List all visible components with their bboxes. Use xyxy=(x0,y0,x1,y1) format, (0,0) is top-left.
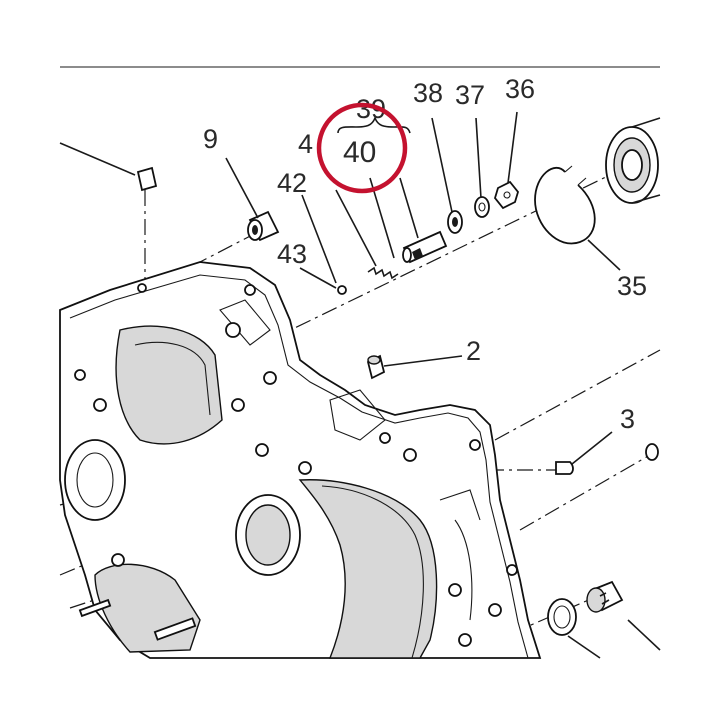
part-37-ring xyxy=(474,196,490,218)
crankcase-housing xyxy=(59,261,542,659)
part-41-spring xyxy=(337,266,399,295)
callout-2: 2 xyxy=(466,336,481,366)
callout-numbers: 9 42 43 4 39 40 38 37 36 35 2 3 xyxy=(203,74,647,434)
part-38-washer xyxy=(447,210,463,234)
part-9-bushing xyxy=(136,166,280,242)
callout-36: 36 xyxy=(505,74,535,104)
callout-38: 38 xyxy=(413,78,443,108)
highlight-circle xyxy=(316,102,408,194)
side-stud xyxy=(645,443,659,461)
seal-ring xyxy=(547,598,577,636)
callout-3: 3 xyxy=(620,404,635,434)
callout-35: 35 xyxy=(617,271,647,301)
part-2-dowel xyxy=(366,354,386,380)
part-40-plunger xyxy=(402,230,448,264)
part-36-nut xyxy=(494,180,519,210)
part-3-pin xyxy=(555,461,574,475)
callout-43: 43 xyxy=(277,239,307,269)
callout-42: 42 xyxy=(277,168,307,198)
bearing xyxy=(605,117,661,204)
part-35-circlip xyxy=(534,165,596,245)
callout-37: 37 xyxy=(455,80,485,110)
drain-plug xyxy=(586,580,624,613)
callout-9: 9 xyxy=(203,124,218,154)
callout-4: 4 xyxy=(298,129,313,159)
callout-40: 40 xyxy=(343,136,376,169)
